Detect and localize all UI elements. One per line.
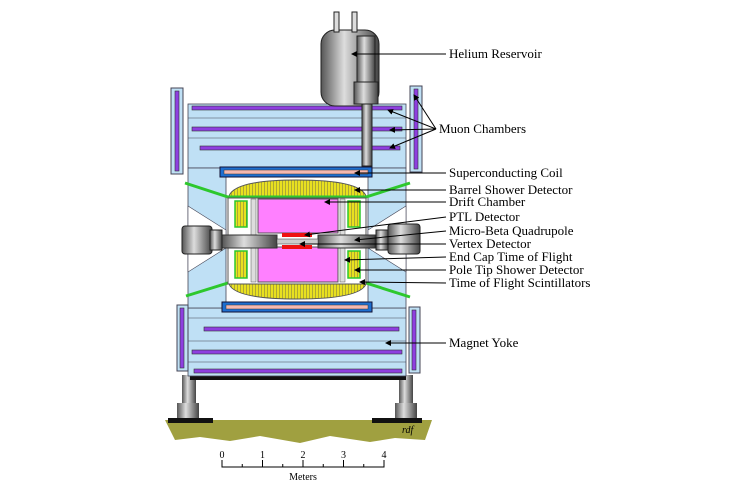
label-drift-chamber: Drift Chamber <box>449 194 526 209</box>
scale-unit: Meters <box>289 472 317 483</box>
scale-tick-2: 2 <box>301 450 306 461</box>
barrel-shower-detector <box>228 179 367 300</box>
support-legs <box>168 375 422 423</box>
label-tof-scintillators: Time of Flight Scintillators <box>449 275 590 290</box>
label-pole-tip-shower: Pole Tip Shower Detector <box>449 262 584 277</box>
ground <box>165 420 432 443</box>
scale-tick-3: 3 <box>341 450 346 461</box>
micro-beta-quadrupole <box>181 223 421 255</box>
label-superconducting-coil: Superconducting Coil <box>449 165 563 180</box>
label-ptl-detector: PTL Detector <box>449 209 520 224</box>
end-cap-shower <box>234 200 361 279</box>
superconducting-coil <box>219 166 373 313</box>
label-end-cap-tof: End Cap Time of Flight <box>449 249 573 264</box>
drift-chamber <box>250 198 346 283</box>
scale-tick-4: 4 <box>382 450 387 461</box>
label-helium-reservoir: Helium Reservoir <box>449 46 542 61</box>
scale-bar: 0 1 2 3 4 Meters <box>220 450 387 483</box>
ptl-detector <box>282 233 312 249</box>
label-micro-beta-quadrupole: Micro-Beta Quadrupole <box>449 223 574 238</box>
label-muon-chambers: Muon Chambers <box>439 121 526 136</box>
helium-reservoir <box>320 11 380 167</box>
signature: rdf <box>402 425 415 436</box>
label-barrel-shower-detector: Barrel Shower Detector <box>449 182 573 197</box>
label-vertex-detector: Vertex Detector <box>449 236 532 251</box>
leader-lines <box>299 51 447 346</box>
label-magnet-yoke: Magnet Yoke <box>449 335 519 350</box>
scale-tick-0: 0 <box>220 450 225 461</box>
scale-tick-1: 1 <box>260 450 265 461</box>
